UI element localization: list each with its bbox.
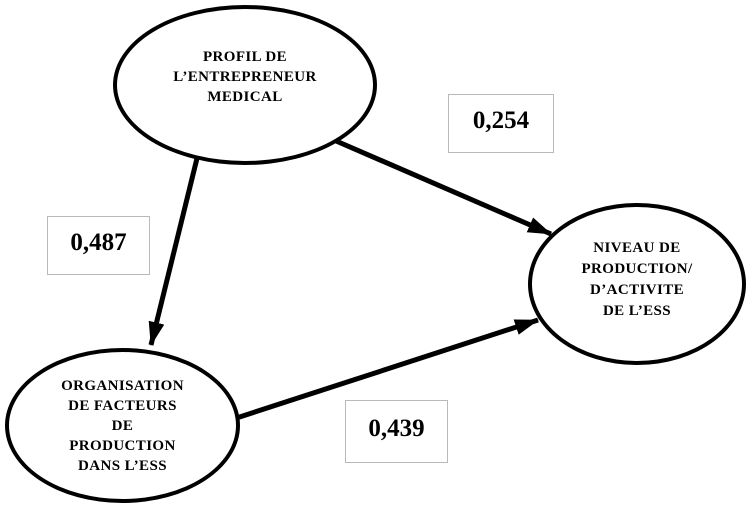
coefficient-box-profil-organisation: 0,487 (47, 216, 150, 275)
coefficient-value-profil-organisation: 0,487 (70, 228, 127, 256)
node-niveau-production: NIVEAU DE PRODUCTION/ D’ACTIVITE DE L’ES… (528, 203, 746, 365)
coefficient-value-profil-niveau: 0,254 (472, 106, 530, 134)
node-organisation-facteurs: ORGANISATION DE FACTEURS DE PRODUCTION D… (5, 348, 240, 503)
arrow-profil-to-niveau (319, 131, 552, 237)
arrow-profil-to-organisation (148, 133, 206, 346)
coefficient-box-organisation-niveau: 0,439 (345, 400, 448, 463)
arrow-organisation-to-niveau (217, 317, 539, 427)
node-profil-label: PROFIL DE L’ENTREPRENEUR MEDICAL (173, 49, 317, 105)
node-organisation-label: ORGANISATION DE FACTEURS DE PRODUCTION D… (61, 377, 184, 474)
coefficient-box-profil-niveau: 0,254 (448, 94, 554, 153)
node-niveau-label: NIVEAU DE PRODUCTION/ D’ACTIVITE DE L’ES… (581, 240, 693, 319)
coefficient-value-organisation-niveau: 0,439 (368, 414, 425, 442)
node-profil-entrepreneur: PROFIL DE L’ENTREPRENEUR MEDICAL (113, 5, 377, 165)
